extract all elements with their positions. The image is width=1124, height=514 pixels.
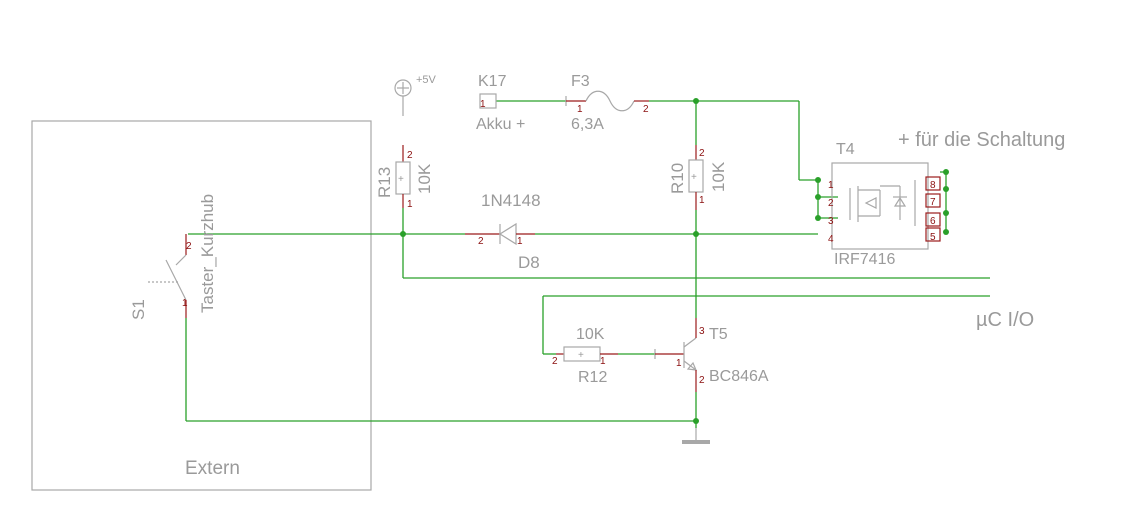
fuse-pin2: 2 bbox=[643, 104, 649, 115]
fuse-pin1: 1 bbox=[577, 104, 583, 115]
junction-dot bbox=[400, 231, 406, 237]
t4-pin7: 7 bbox=[930, 197, 936, 208]
r13-ref: R13 bbox=[375, 167, 394, 198]
r10-ref: R10 bbox=[668, 163, 687, 194]
supply-label: +5V bbox=[416, 74, 437, 86]
output-annotation: + für die Schaltung bbox=[898, 129, 1065, 151]
r10-pin2: 2 bbox=[699, 148, 705, 159]
switch-lever bbox=[165, 259, 187, 301]
r13-pin1: 1 bbox=[407, 199, 413, 210]
diode-ref: D8 bbox=[518, 253, 540, 272]
t4-pin2: 2 bbox=[828, 198, 834, 209]
switch-value: Taster_Kurzhub bbox=[198, 194, 217, 313]
mosfet-t4: T4 IRF7416 1 2 3 4 8 7 6 5 bbox=[828, 141, 947, 268]
k17-pin1: 1 bbox=[480, 99, 486, 110]
connector-k17: K17 Akku + 1 bbox=[476, 73, 525, 133]
diode-value: 1N4148 bbox=[481, 191, 541, 210]
resistor-r13: + 2 1 R13 10K bbox=[375, 145, 434, 210]
supply-5v: +5V bbox=[394, 74, 437, 116]
uc-io-annotation: µC I/O bbox=[976, 309, 1034, 331]
r12-pin2: 2 bbox=[552, 356, 558, 367]
ground-bar bbox=[682, 440, 710, 444]
t4-pin3: 3 bbox=[828, 216, 834, 227]
t4-pin6: 6 bbox=[930, 216, 936, 227]
switch-pin2: 2 bbox=[186, 241, 192, 252]
r13-pin2: 2 bbox=[407, 150, 413, 161]
svg-text:+: + bbox=[578, 350, 584, 361]
k17-box bbox=[479, 93, 497, 109]
t5-pin3: 3 bbox=[699, 326, 705, 337]
diode-pin1: 1 bbox=[517, 236, 523, 247]
t4-ref: T4 bbox=[836, 141, 855, 158]
t4-pin4: 4 bbox=[828, 234, 834, 245]
t5-pin2: 2 bbox=[699, 375, 705, 386]
ground-symbol bbox=[682, 428, 710, 444]
transistor-t5: T5 BC846A 3 1 2 bbox=[654, 318, 769, 392]
junction-dot bbox=[815, 194, 821, 200]
junction-dot bbox=[693, 98, 699, 104]
fuse-value: 6,3A bbox=[571, 116, 604, 133]
switch-s1: 2 1 S1 Taster_Kurzhub bbox=[129, 194, 217, 320]
junction-dot bbox=[815, 177, 821, 183]
extern-frame bbox=[31, 120, 372, 491]
extern-box: Extern bbox=[31, 120, 372, 491]
junctions bbox=[400, 98, 949, 424]
resistor-r10: + 2 1 R10 10K bbox=[668, 145, 728, 210]
r12-ref: R12 bbox=[578, 369, 607, 386]
junction-dot bbox=[693, 418, 699, 424]
diode-symbol bbox=[498, 222, 517, 246]
t4-value: IRF7416 bbox=[834, 251, 895, 268]
fuse-symbol bbox=[585, 90, 635, 112]
switch-ref: S1 bbox=[129, 299, 148, 320]
r10-value: 10K bbox=[709, 161, 728, 192]
k17-value: Akku + bbox=[476, 116, 525, 133]
t4-pin8: 8 bbox=[930, 180, 936, 191]
r10-pin1: 1 bbox=[699, 195, 705, 206]
t4-pin5: 5 bbox=[930, 232, 936, 243]
t5-pin1: 1 bbox=[676, 358, 682, 369]
t4-body bbox=[831, 162, 929, 250]
t5-value: BC846A bbox=[709, 368, 769, 385]
t4-pin1: 1 bbox=[828, 180, 834, 191]
extern-label: Extern bbox=[185, 458, 240, 479]
diode-pin2: 2 bbox=[478, 236, 484, 247]
svg-text:+: + bbox=[398, 174, 404, 185]
switch-pin1: 1 bbox=[182, 298, 188, 309]
junction-dot bbox=[693, 231, 699, 237]
svg-text:+: + bbox=[691, 172, 697, 183]
r12-value: 10K bbox=[576, 326, 605, 343]
t5-ref: T5 bbox=[709, 326, 728, 343]
junction-dot bbox=[815, 215, 821, 221]
fuse-f3: F3 6,3A 1 2 bbox=[565, 73, 649, 133]
fuse-ref: F3 bbox=[571, 73, 590, 90]
k17-ref: K17 bbox=[478, 73, 507, 90]
diode-d8: 1N4148 D8 2 1 bbox=[465, 191, 541, 272]
r13-value: 10K bbox=[415, 163, 434, 194]
resistor-r12: + 10K R12 2 1 bbox=[552, 326, 618, 386]
r12-pin1: 1 bbox=[600, 356, 606, 367]
